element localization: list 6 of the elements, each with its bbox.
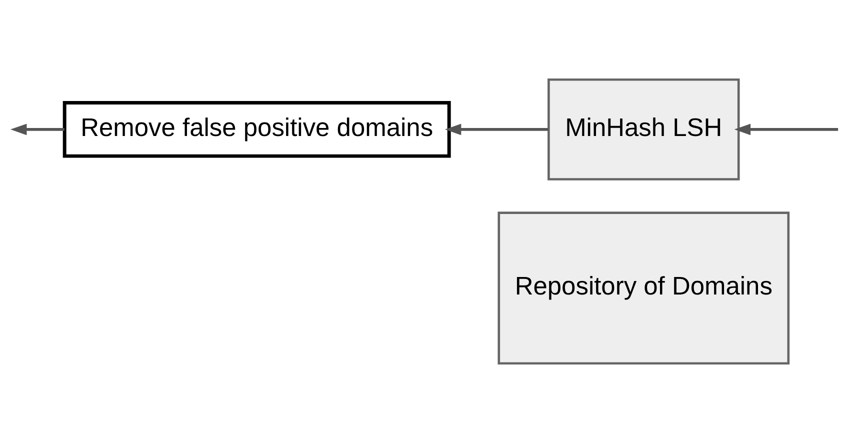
node-box: Repository of Domains: [498, 211, 790, 364]
arrow: [10, 123, 64, 135]
node-box: Remove false positive domains: [62, 100, 451, 158]
arrow: [444, 123, 548, 135]
arrow: [734, 123, 838, 135]
node-box: MinHash LSH: [548, 78, 740, 180]
